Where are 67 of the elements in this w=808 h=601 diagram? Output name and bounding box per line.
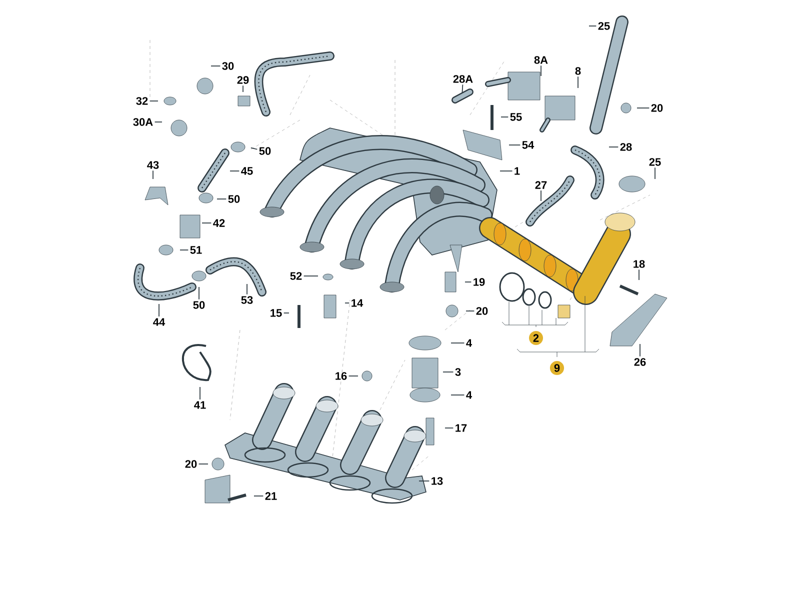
- callout-number: 20: [185, 460, 197, 468]
- callout-number: 32: [136, 97, 148, 105]
- leader-line: [450, 342, 465, 344]
- callout-number: 19: [474, 278, 485, 286]
- leader-line: [638, 269, 640, 280]
- callout-number: 9: [550, 360, 564, 376]
- callout-number: 26: [634, 358, 646, 366]
- callout-number: 4: [466, 391, 472, 399]
- leader-line: [242, 85, 244, 92]
- callout-number: 50: [228, 195, 240, 203]
- callout-number: 52: [290, 272, 302, 280]
- callout-number: 42: [213, 219, 225, 227]
- leader-line: [466, 310, 475, 312]
- leader-line: [198, 286, 200, 300]
- callout-number: 14: [352, 299, 364, 307]
- leader-line: [152, 170, 154, 180]
- callout-number: 17: [456, 424, 467, 432]
- callout-number: 18: [634, 260, 645, 268]
- callout-number: 28: [620, 143, 632, 151]
- leader-line: [450, 394, 465, 396]
- callout-number: 51: [190, 246, 202, 254]
- callout-number: 8: [575, 67, 581, 75]
- leader-line: [158, 304, 160, 317]
- callout-number: 30: [222, 62, 234, 70]
- callout-number: 16: [336, 372, 347, 380]
- callout-number: 45: [241, 167, 253, 175]
- callout-number: 30A: [133, 118, 153, 126]
- leader-line: [418, 480, 430, 482]
- callout-number: 4: [466, 339, 472, 347]
- callout-number: 1: [514, 167, 520, 175]
- leader-line: [250, 147, 258, 150]
- callout-number: 8A: [534, 56, 548, 64]
- callout-number: 25: [598, 22, 610, 30]
- leader-line: [246, 284, 248, 295]
- leader-line: [654, 167, 656, 180]
- callout-number: 44: [153, 318, 166, 326]
- callout-number: 54: [522, 141, 534, 149]
- callout-number: 29: [237, 76, 249, 84]
- leader-line: [149, 100, 158, 102]
- callout-number: 3: [455, 368, 461, 376]
- callout-number: 43: [147, 161, 159, 169]
- leader-line: [283, 312, 290, 314]
- callout-number: 50: [259, 147, 271, 155]
- callout-number: 2: [529, 330, 544, 345]
- leader-line: [608, 146, 619, 148]
- callout-number: 25: [649, 158, 661, 166]
- callout-number: 50: [193, 301, 205, 309]
- leader-line: [500, 116, 509, 118]
- leader-line: [500, 170, 513, 172]
- callout-number: 28A: [453, 75, 473, 83]
- callout-number: 20: [476, 307, 488, 315]
- leader-line: [344, 302, 350, 304]
- leader-line: [540, 65, 542, 76]
- callout-number: 41: [194, 401, 206, 409]
- callout-number: 53: [241, 296, 253, 304]
- leader-line: [508, 144, 521, 146]
- callout-number: 55: [510, 113, 522, 121]
- leader-line: [540, 190, 542, 202]
- callout-number: 15: [270, 309, 282, 317]
- leader-line: [462, 84, 464, 94]
- callout-number: 27: [535, 181, 547, 189]
- callout-number: 20: [651, 104, 663, 112]
- leader-line: [202, 222, 212, 224]
- leader-line: [216, 198, 227, 200]
- leader-line: [230, 170, 240, 172]
- callout-number: 13: [432, 477, 443, 485]
- callout-number: 21: [265, 492, 277, 500]
